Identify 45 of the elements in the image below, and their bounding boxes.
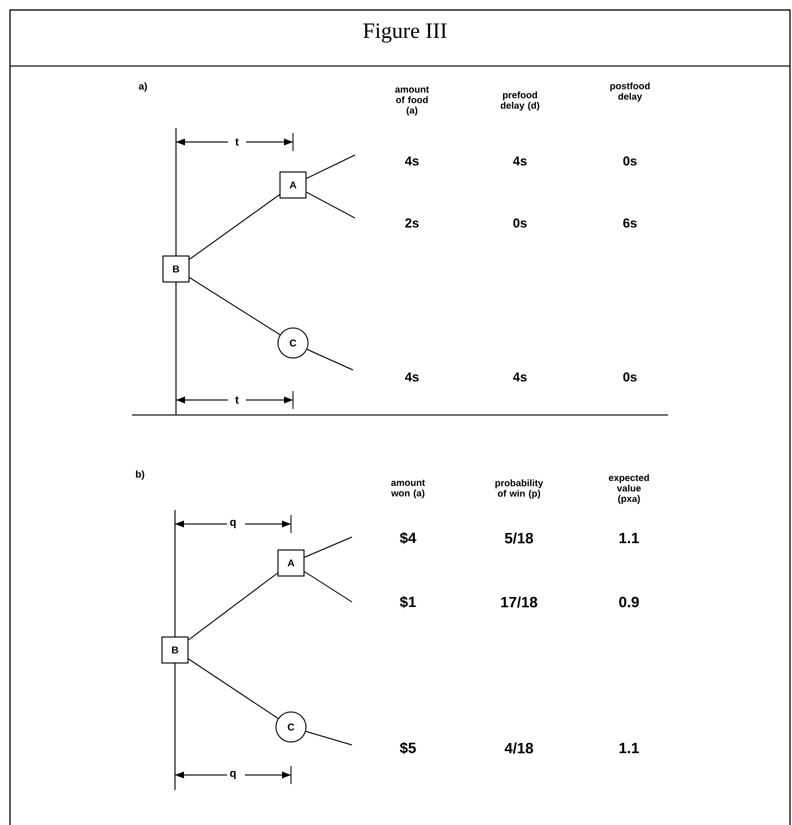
decision-box: B [162, 636, 188, 664]
branch-line [189, 277, 280, 336]
table-value: 4s [405, 156, 419, 166]
dimension-label: q [230, 770, 236, 780]
table-value: 6s [623, 218, 637, 228]
table-value: $5 [400, 742, 416, 754]
column-header: prefood delay (d) [500, 91, 540, 111]
table-value: 2s [405, 218, 419, 228]
table-value: 17/18 [501, 596, 538, 608]
table-value: $4 [400, 532, 416, 544]
table-value: 0s [513, 218, 527, 228]
dimension-label: t [235, 138, 239, 146]
table-value: 4s [405, 372, 419, 382]
column-header: amount won (a) [391, 480, 425, 498]
column-header: probability of win (p) [495, 479, 544, 499]
branch-line [304, 536, 352, 558]
table-value: 0.9 [619, 596, 639, 608]
dimension-label: q [230, 520, 236, 528]
column-header: postfood delay [610, 82, 650, 102]
figure-title: Figure III [363, 23, 447, 43]
table-value: 4s [513, 372, 527, 382]
table-value: 0s [623, 156, 637, 166]
decision-box: B [162, 256, 190, 282]
decision-box: A [280, 172, 306, 198]
table-value: 4s [513, 156, 527, 166]
branch-line [306, 154, 356, 179]
table-value: 1.1 [620, 742, 639, 754]
branch-line [188, 658, 279, 719]
branch-line [306, 348, 354, 370]
dimension-label: t [235, 396, 239, 404]
branch-line [306, 192, 356, 218]
table-value: 4/18 [504, 742, 534, 754]
panel-label: b) [136, 470, 144, 480]
table-value: 1.1 [620, 532, 639, 544]
branch-line [189, 194, 280, 260]
branch-line [305, 730, 352, 746]
column-header: expected value (pxa) [608, 474, 649, 504]
panel-label: a) [138, 82, 147, 92]
branch-line [304, 571, 352, 602]
branch-line [188, 572, 278, 640]
table-value: $1 [400, 596, 416, 608]
table-value: 0s [623, 372, 637, 382]
table-value: 5/18 [504, 532, 534, 544]
decision-box: A [278, 550, 304, 576]
column-header: amount of food (a) [395, 86, 429, 116]
